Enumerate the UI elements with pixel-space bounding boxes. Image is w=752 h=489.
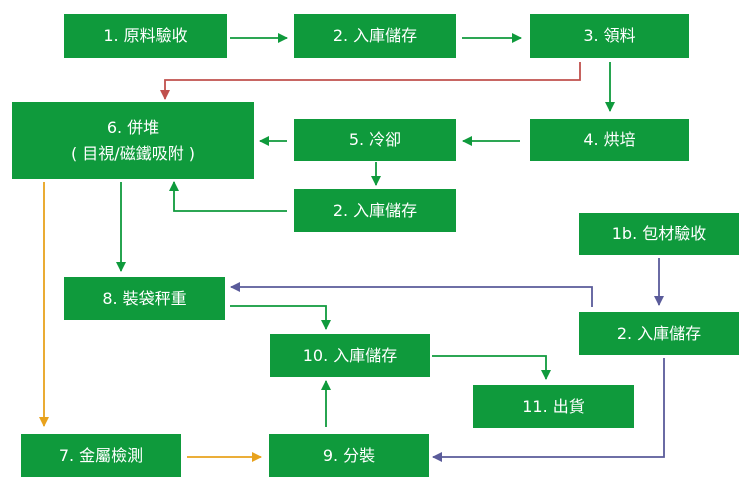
node-label: 8. 裝袋秤重 xyxy=(102,288,187,308)
node-label: 11. 出貨 xyxy=(522,396,585,416)
node-packaging-inspection: 1b. 包材驗收 xyxy=(579,213,739,255)
node-label: 2. 入庫儲存 xyxy=(332,200,418,220)
node-storage-2: 2. 入庫儲存 xyxy=(294,189,456,232)
node-label: 1. 原料驗收 xyxy=(103,26,188,45)
node-label: 2. 入庫儲存 xyxy=(616,323,702,343)
node-label: 7. 金屬檢測 xyxy=(58,445,144,465)
node-label: 9. 分裝 xyxy=(322,445,376,465)
node-portioning: 9. 分裝 xyxy=(269,434,429,477)
node-label: 1b. 包材驗收 xyxy=(611,224,707,243)
arrow-3-to-6 xyxy=(160,62,581,100)
node-label: 2. 入庫儲存 xyxy=(332,26,418,45)
node-cooling: 5. 冷卻 xyxy=(294,119,456,161)
node-raw-material-inspection: 1. 原料驗收 xyxy=(64,14,227,58)
node-storage-1: 2. 入庫儲存 xyxy=(294,14,456,58)
node-label: 10. 入庫儲存 xyxy=(302,345,398,365)
arrow-10-to-11 xyxy=(432,355,551,380)
node-label: 5. 冷卻 xyxy=(348,130,402,149)
arrow-storage-to-8 xyxy=(230,282,593,307)
node-label: 4. 烘培 xyxy=(583,130,636,149)
node-metal-detection: 7. 金屬檢測 xyxy=(21,434,181,477)
node-shipping: 11. 出貨 xyxy=(473,385,634,428)
node-merge-pile: 6. 併堆 ( 目視/磁鐵吸附 ) xyxy=(12,102,254,179)
node-material-picking: 3. 領料 xyxy=(530,14,689,58)
node-storage-3: 2. 入庫儲存 xyxy=(579,312,739,355)
node-roasting: 4. 烘培 xyxy=(530,119,689,161)
node-label: 6. 併堆 xyxy=(106,117,160,137)
node-sublabel: ( 目視/磁鐵吸附 ) xyxy=(70,143,196,163)
node-label: 3. 領料 xyxy=(583,26,636,45)
node-storage-10: 10. 入庫儲存 xyxy=(270,334,430,377)
node-bagging-weighing: 8. 裝袋秤重 xyxy=(64,277,225,320)
arrow-storage-to-6 xyxy=(169,181,287,212)
arrow-8-to-10 xyxy=(230,305,331,330)
arrow-storage-to-9 xyxy=(432,358,665,462)
